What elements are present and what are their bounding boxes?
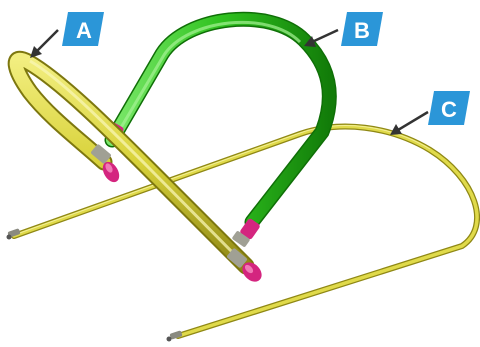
callout-a-label: A [76, 18, 92, 43]
callout-c-box [428, 91, 470, 125]
arrowhead-icon [390, 124, 402, 135]
arrowhead-icon [30, 46, 42, 58]
arrowhead-icon [304, 36, 316, 47]
tube-a-fitting-top [91, 144, 120, 183]
tube-a-fitting-bottom [227, 248, 262, 282]
callout-a: A [30, 12, 104, 58]
tube-c-end-bottom [166, 330, 183, 342]
tube-b-fitting-right [232, 218, 260, 247]
callout-b-box [341, 12, 383, 46]
callout-a-box [62, 12, 104, 46]
tube-a [7, 50, 262, 282]
callout-a-arrow [35, 29, 59, 53]
callout-b-arrow [311, 28, 339, 44]
callout-c: C [390, 91, 470, 135]
callout-b: B [304, 12, 383, 47]
callout-c-arrow [397, 110, 429, 132]
callout-b-label: B [354, 18, 370, 43]
tube-c-end-left [6, 228, 21, 240]
callout-c-label: C [441, 97, 457, 122]
